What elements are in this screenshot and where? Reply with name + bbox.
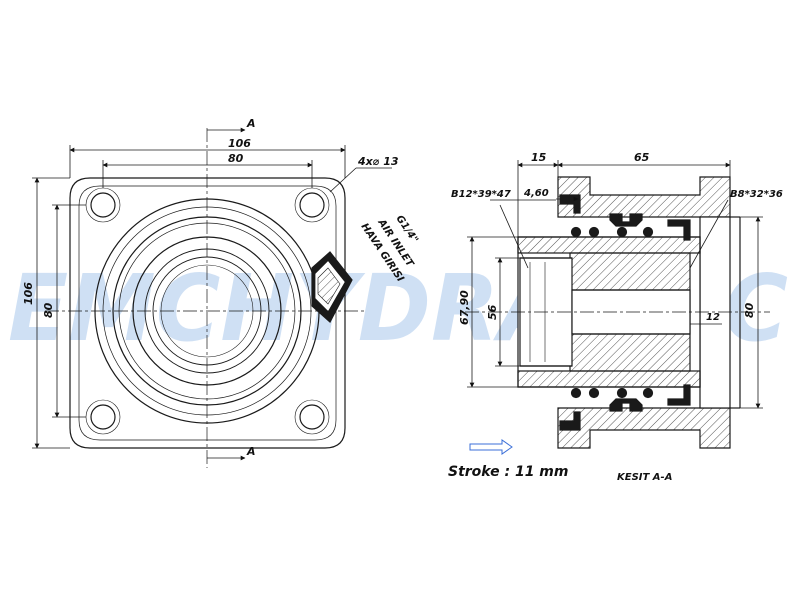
ball-bearings <box>570 226 654 399</box>
section-title: KESIT A-A <box>617 472 672 483</box>
front-view <box>45 128 365 468</box>
dim-bore-inner: 56 <box>486 304 499 320</box>
dim-flange: 15 <box>531 151 547 164</box>
dim-hole-spacing-height: 80 <box>42 302 55 318</box>
section-marker-top: A <box>246 117 256 130</box>
section-view-dimensions <box>467 160 763 409</box>
stroke-label: Stroke : 11 mm <box>448 464 568 480</box>
section-marker-bottom: A <box>246 445 256 458</box>
dim-groove: 4,60 <box>523 188 549 199</box>
stroke-arrow-icon <box>469 439 513 455</box>
dim-bore-outer: 67,90 <box>458 290 471 325</box>
section-view <box>465 176 770 449</box>
housing-bottom-wall <box>557 407 731 449</box>
front-view-dimensions <box>32 127 392 461</box>
bolt-holes <box>85 187 330 435</box>
seal-left: B12*39*47 <box>451 189 511 200</box>
housing-top-wall <box>557 176 731 218</box>
flange-inner-outline <box>78 185 337 441</box>
hole-callout: 4x⌀ 13 <box>357 155 399 168</box>
dim-body: 65 <box>634 151 650 164</box>
dim-overall-height: 106 <box>22 282 35 305</box>
dim-overall-width: 106 <box>228 137 251 150</box>
seal-right: B8*32*36 <box>730 189 783 200</box>
flange-outline <box>69 177 346 449</box>
dim-step: 12 <box>706 312 720 323</box>
seals <box>559 194 691 431</box>
housing-right-wall <box>699 216 731 409</box>
dim-outer-height: 80 <box>743 302 756 318</box>
piston-top-section <box>517 236 701 254</box>
dim-hole-spacing-width: 80 <box>228 152 244 165</box>
piston-bottom-section <box>517 370 701 388</box>
